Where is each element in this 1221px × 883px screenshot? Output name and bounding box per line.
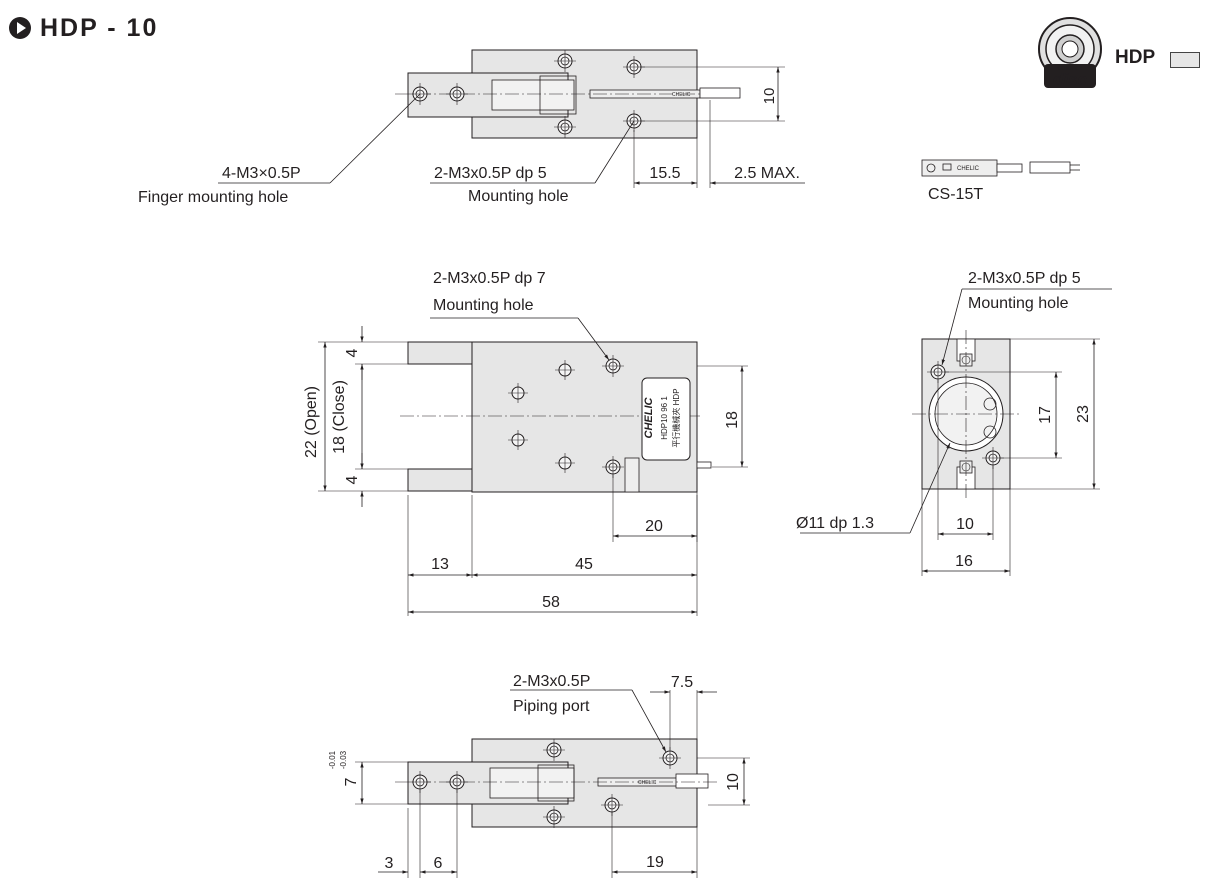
sensor-model: CS-15T bbox=[928, 186, 983, 203]
top-finger-hole-name: Finger mounting hole bbox=[138, 189, 288, 206]
side-dim-hole-pitch-v: 17 bbox=[1037, 406, 1054, 424]
side-mount-hole-spec: 2-M3x0.5P dp 5 bbox=[968, 270, 1081, 287]
front-dim-finger-len: 13 bbox=[431, 556, 449, 573]
side-dim-hole-pitch-h: 10 bbox=[956, 516, 974, 533]
bottom-dim-port-to-end: 19 bbox=[646, 854, 664, 871]
side-view: 17 23 10 16 Ø11 dp 1.3 2-M3x0.5P dp 5 Mo… bbox=[796, 270, 1112, 576]
side-mount-hole-name: Mounting hole bbox=[968, 295, 1069, 312]
series-label: HDP bbox=[1115, 47, 1156, 68]
front-mount-hole-spec: 2-M3x0.5P dp 7 bbox=[433, 270, 546, 287]
front-dim-finger-top: 4 bbox=[344, 348, 361, 357]
page-title-group: HDP - 10 bbox=[8, 12, 158, 44]
side-dim-bore: Ø11 dp 1.3 bbox=[796, 515, 874, 532]
front-finger-bottom bbox=[407, 468, 473, 492]
front-dim-open: 22 (Open) bbox=[303, 386, 320, 458]
bottom-tol-lower: -0.03 bbox=[339, 750, 348, 769]
bottom-tol-upper: -0.01 bbox=[328, 750, 337, 769]
top-mount-hole-name: Mounting hole bbox=[468, 188, 569, 205]
nameplate bbox=[641, 377, 691, 461]
disc-logo-small: COMPACT bbox=[1058, 66, 1083, 72]
front-mount-hole-name: Mounting hole bbox=[433, 297, 534, 314]
top-dim-height: 10 bbox=[761, 88, 778, 105]
front-finger-top bbox=[407, 341, 473, 365]
bottom-dim-height: 10 bbox=[725, 773, 742, 791]
bottom-dim-finger-width: 7 bbox=[343, 777, 360, 786]
compact-disc-logo: COMPACT disc bbox=[1038, 17, 1102, 89]
bottom-port-spec: 2-M3x0.5P bbox=[513, 673, 590, 690]
bottom-dim-hole-b: 6 bbox=[434, 855, 443, 872]
bottom-port-name: Piping port bbox=[513, 698, 590, 715]
svg-text:CHELIC: CHELIC bbox=[672, 92, 691, 98]
top-mount-hole-spec: 2-M3x0.5P dp 5 bbox=[434, 165, 547, 182]
front-dim-finger-bottom: 4 bbox=[344, 475, 361, 484]
series-box bbox=[1170, 52, 1200, 68]
nameplate-model: HDP10 96 1 bbox=[660, 396, 669, 440]
top-view: CHELIC 10 15.5 2.5 MAX. 4-M3×0.5P Finger… bbox=[138, 49, 805, 206]
front-dim-body-len: 45 bbox=[575, 556, 593, 573]
nameplate-brand: CHELIC bbox=[643, 396, 655, 438]
nameplate-desc: 平行機械夾 HDP bbox=[671, 388, 681, 447]
sensor-part: CHELIC CS-15T bbox=[921, 159, 1080, 203]
front-dim-close: 18 (Close) bbox=[331, 380, 348, 454]
top-dim-sensor-offset: 15.5 bbox=[649, 165, 680, 182]
disc-logo-text: disc bbox=[1053, 70, 1088, 89]
top-dim-sensor-max: 2.5 MAX. bbox=[734, 165, 800, 182]
bottom-dim-hole-a: 3 bbox=[385, 855, 394, 872]
front-dim-total-len: 58 bbox=[542, 594, 560, 611]
page-title: HDP - 10 bbox=[40, 13, 159, 42]
svg-text:CHELIC: CHELIC bbox=[957, 166, 980, 172]
side-dim-height: 23 bbox=[1075, 405, 1092, 423]
front-dim-hole-to-end: 20 bbox=[645, 518, 663, 535]
side-dim-width: 16 bbox=[955, 553, 973, 570]
bottom-view: CHELIC 7.5 10 7 -0.01 -0.03 3 6 bbox=[328, 673, 750, 878]
front-view: CHELIC HDP10 96 1 平行機械夾 HDP 18 20 13 45 … bbox=[303, 270, 748, 616]
svg-text:CHELIC: CHELIC bbox=[638, 780, 657, 786]
top-finger-hole-spec: 4-M3×0.5P bbox=[222, 165, 301, 182]
play-circle-icon bbox=[9, 17, 31, 39]
top-sensor-cable bbox=[699, 87, 741, 99]
front-dim-body-height: 18 bbox=[724, 411, 741, 429]
bottom-dim-port-offset: 7.5 bbox=[671, 674, 693, 691]
